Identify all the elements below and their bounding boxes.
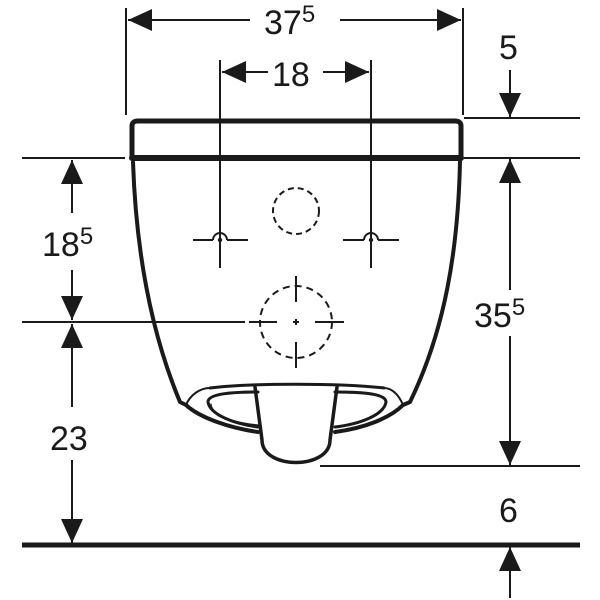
overall-width-dimension [125,8,464,115]
toilet-body [129,118,464,465]
outlet-center-symbol [249,276,344,368]
bowl-rim [208,382,386,390]
outlet-spigot [253,385,339,465]
lid-thickness-label: 5 [499,29,518,67]
seat-to-outlet-label: 185 [42,223,93,264]
fixing-point-right [343,232,399,268]
rim-inner-right [333,390,388,429]
seat-to-outlet-dimension [22,157,245,323]
fixing-spacing-label: 18 [272,56,310,94]
bowl-bottom-to-floor-label: 6 [499,492,518,530]
overall-width-label: 375 [264,1,315,42]
fixing-point-left [193,232,248,268]
bowl-outline-right [333,160,462,434]
water-inlet-circle [272,187,320,235]
rim-outer-right [383,387,404,406]
rim-outer-left [185,387,211,406]
toilet-lid [129,118,464,161]
rim-inner-left-thin [210,403,259,426]
bowl-outline [131,160,260,434]
lid-thickness-dimension [464,70,580,159]
outlet-to-floor-label: 23 [50,420,88,458]
rim-inner-left [206,390,260,429]
seat-to-bowl-bottom-label: 355 [474,294,525,335]
seat-to-bowl-bottom-dimension [320,159,580,467]
